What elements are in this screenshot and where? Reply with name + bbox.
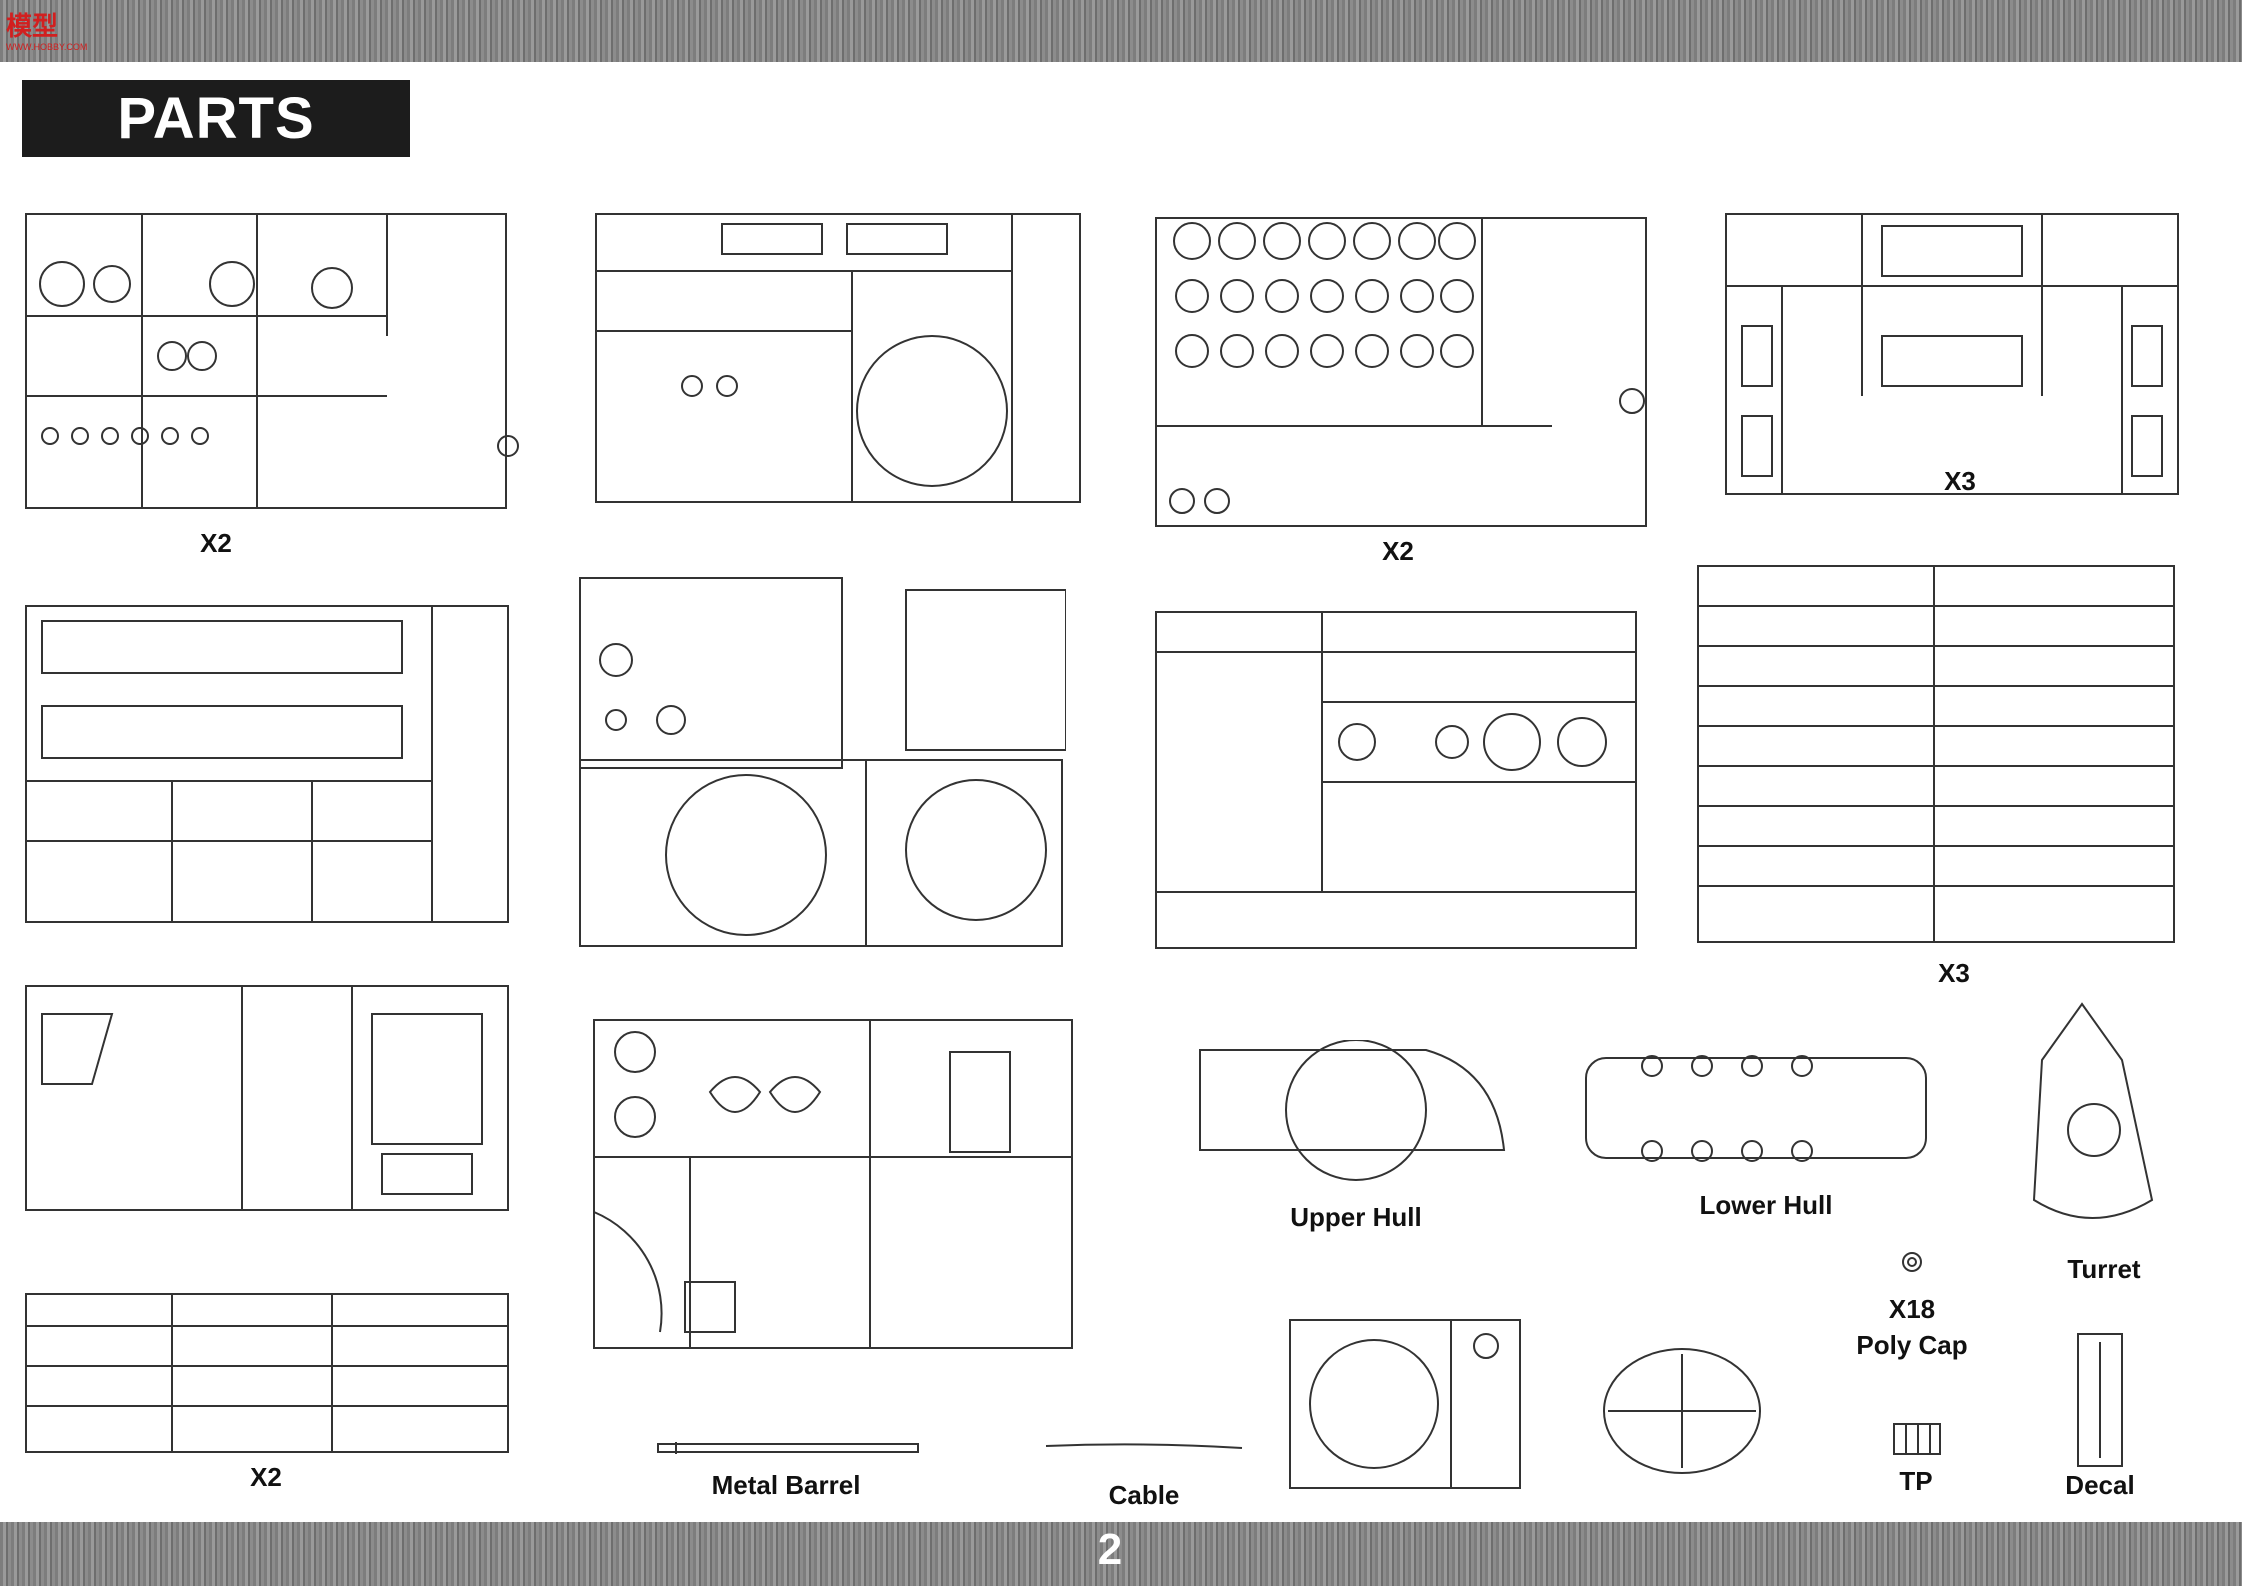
poly-cap-qty-label: X18 — [1888, 1294, 1936, 1324]
tp-label: TP — [1899, 1466, 1933, 1496]
upper-hull-label: Upper Hull — [1290, 1202, 1422, 1232]
page-title: PARTS — [22, 80, 410, 157]
sprue-c — [1152, 196, 1652, 530]
sprue-e — [22, 586, 512, 926]
qty-label-sprue-h: X3 — [1938, 958, 1970, 988]
sprue-g — [1152, 592, 1640, 952]
qty-label-sprue-d: X3 — [1944, 466, 1976, 496]
sprue-a — [22, 196, 522, 514]
poly-cap-label: Poly Cap — [1856, 1330, 1968, 1360]
sprue-j — [590, 1012, 1076, 1352]
qty-label-sprue-k: X2 — [250, 1462, 282, 1492]
turret-part — [2022, 1000, 2164, 1240]
sprue-a-hull — [1286, 1306, 1524, 1492]
page-number: 2 — [1097, 1525, 1123, 1574]
sprue-f — [576, 570, 1066, 950]
sprue-k — [22, 1286, 512, 1456]
sprue-d — [1722, 196, 2182, 498]
qty-label-sprue-c: X2 — [1382, 536, 1414, 566]
metal-barrel-label: Metal Barrel — [711, 1470, 861, 1500]
decal-sheet — [2076, 1332, 2124, 1468]
mantlet-part — [1598, 1344, 1766, 1478]
sprue-h — [1694, 556, 2178, 946]
cable-label: Cable — [1108, 1480, 1180, 1510]
site-logo: 模型 — [6, 11, 59, 41]
metal-barrel-part — [656, 1440, 920, 1456]
decal-label: Decal — [2065, 1470, 2135, 1500]
lower-hull-part — [1582, 1036, 1930, 1184]
turret-label: Turret — [2067, 1254, 2141, 1284]
poly-cap-icon — [1900, 1250, 1924, 1274]
tp-part — [1892, 1422, 1942, 1456]
upper-hull-part — [1196, 1040, 1508, 1190]
cable-part — [1044, 1440, 1244, 1452]
qty-label-sprue-a: X2 — [200, 528, 232, 558]
sprue-i — [22, 974, 512, 1214]
sprue-b — [592, 196, 1084, 506]
lower-hull-label: Lower Hull — [1699, 1190, 1833, 1220]
site-logo-sub: WWW.HOBBY.COM — [6, 42, 88, 52]
top-band — [0, 0, 2242, 62]
bottom-band — [0, 1522, 2242, 1586]
